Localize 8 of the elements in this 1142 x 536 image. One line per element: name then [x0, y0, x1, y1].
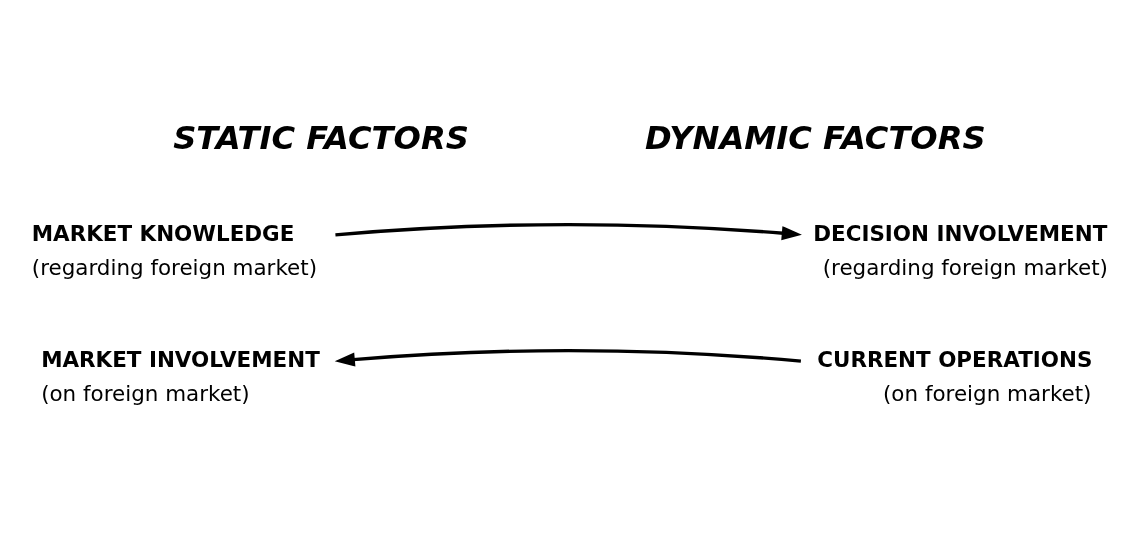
arrow — [335, 222, 802, 240]
arrow — [334, 348, 802, 367]
node-text: MARKET INVOLVEMENT (on foreign market) — [41, 346, 320, 406]
node-text: MARKET KNOWLEDGE (regarding foreign market) — [31, 220, 318, 280]
label: STATIC FACTORS — [173, 118, 469, 157]
node-text: DECISION INVOLVEMENT (regarding foreign market) — [813, 220, 1108, 280]
node-text: CURRENT OPERATIONS (on foreign market) — [817, 346, 1093, 406]
label: DYNAMIC FACTORS — [645, 118, 986, 157]
